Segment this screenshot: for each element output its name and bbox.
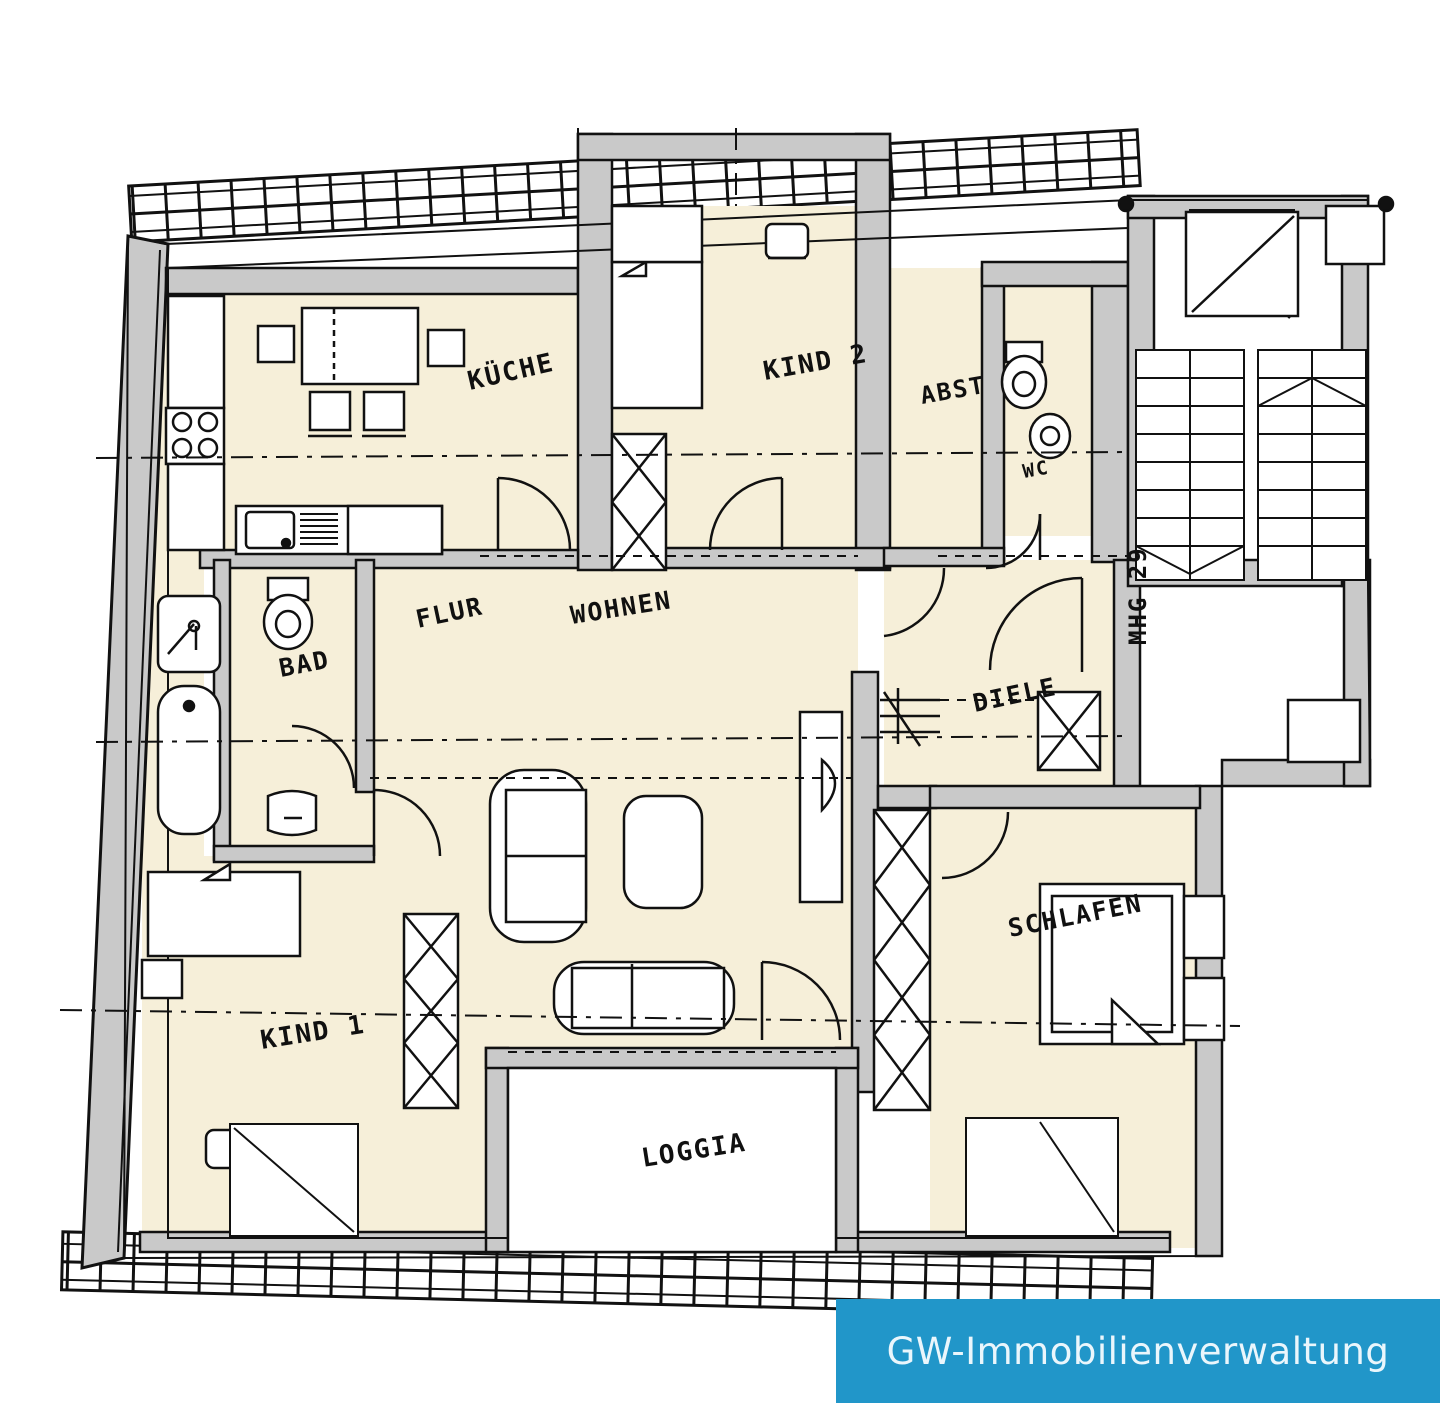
- watermark-banner: GW-Immobilienverwaltung: [836, 1299, 1440, 1403]
- kitchen-fixtures: [164, 294, 466, 556]
- room-label-mhg29: MHG 29: [1124, 546, 1152, 645]
- watermark-text: GW-Immobilienverwaltung: [886, 1329, 1390, 1373]
- wc-fixtures: [1000, 340, 1072, 460]
- loggia-area: [506, 1066, 838, 1254]
- axis-lines-secondary: [370, 555, 1128, 1053]
- bathroom-fixtures: [156, 576, 318, 837]
- room-label-wc: WC: [1021, 457, 1051, 483]
- closet-cross-marks: [402, 432, 1102, 1112]
- windows: [229, 1117, 1119, 1237]
- wohnen-furniture: [488, 710, 844, 1036]
- kind1-furniture: [140, 861, 302, 1170]
- diele-detail: [880, 688, 940, 747]
- schlafen-furniture: [1038, 882, 1226, 1046]
- axis-lines: [59, 128, 1241, 1027]
- upper-right-balcony: [1117, 195, 1395, 318]
- lower-right-niche: [1286, 698, 1362, 764]
- door-swings: [291, 476, 1084, 1041]
- kind2-furniture: [610, 204, 810, 410]
